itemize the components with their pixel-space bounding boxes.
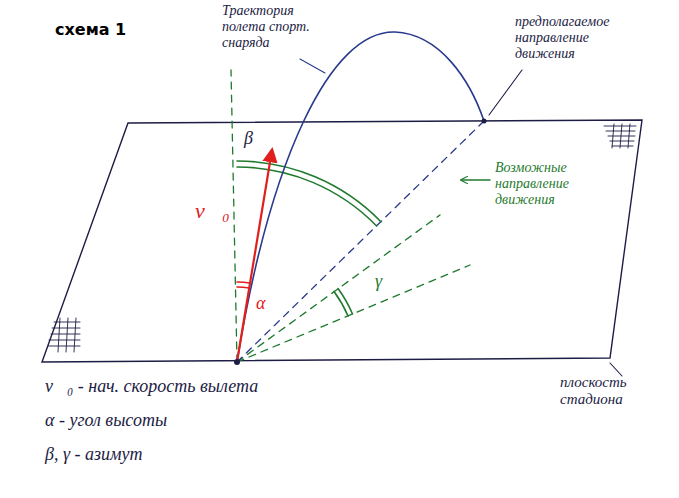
corner-hatch: [48, 318, 80, 352]
possible-directions-note: Возможные направление движения: [495, 160, 610, 208]
azimuth-arc: [237, 167, 377, 226]
landing-point: [482, 119, 487, 124]
elevation-arc: [237, 282, 250, 283]
direction-note: предполагаемое направление движения: [515, 14, 645, 62]
leader-arrow: [462, 179, 490, 180]
diagram-title: схема 1: [55, 20, 126, 39]
legend-definition: β, γ - азимут: [45, 444, 143, 465]
projected-direction: [237, 121, 484, 362]
legend-definition: v⃗₀ - нач. скорость вылета: [45, 376, 258, 397]
elevation-arc: [237, 287, 249, 288]
possible-direction: [237, 265, 470, 362]
azimuth-arc: [338, 289, 353, 315]
trajectory-curve: [237, 32, 484, 362]
leader-line: [300, 59, 325, 73]
angle-symbol: β: [244, 128, 253, 149]
trajectory-note: Траектория полета спорт. снаряда: [222, 3, 332, 51]
legend-definition: α - угол высоты: [45, 410, 167, 431]
corner-hatch: [604, 124, 636, 148]
angle-symbol: γ: [375, 271, 382, 292]
vector-symbol: v⃗₀: [195, 198, 230, 223]
azimuth-arc: [237, 161, 381, 222]
reference-line: [231, 70, 237, 362]
angle-symbol: α: [256, 293, 265, 314]
launch-point: [234, 359, 240, 365]
azimuth-arc: [334, 292, 348, 317]
velocity-vector: [237, 150, 272, 362]
stadium-plane: [42, 120, 642, 362]
possible-direction: [237, 215, 440, 362]
leader-line: [489, 70, 522, 115]
plane-note: плоскость стадиона: [560, 374, 675, 409]
